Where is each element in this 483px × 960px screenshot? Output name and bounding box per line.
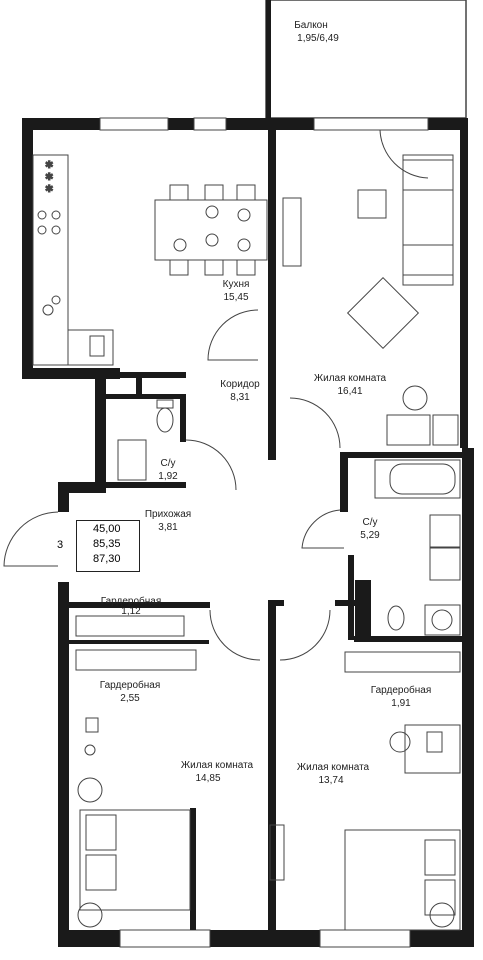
living2-area: 14,85 (195, 773, 221, 784)
living3-furniture (269, 724, 461, 931)
balcony-name: Балкон (294, 20, 328, 31)
corridor-area: 8,31 (230, 392, 250, 403)
living2-name: Жилая комната (180, 760, 254, 771)
wardrobe2-area: 2,55 (120, 693, 140, 704)
wardrobe3-name: Гардеробная (370, 685, 432, 696)
wc1-fixtures (117, 399, 174, 481)
svg-text:✱: ✱ (45, 184, 53, 195)
rooms-count: 3 (57, 539, 64, 551)
wardrobe2-name: Гардеробная (99, 680, 161, 691)
living3-area: 13,74 (318, 775, 344, 786)
living1-name: Жилая комната (313, 373, 387, 384)
apartment-area-box: 3 45,00 85,35 87,30 (57, 520, 140, 572)
svg-text:✱: ✱ (45, 172, 53, 183)
area-with-balcony: 87,30 (93, 553, 121, 565)
windows (99, 117, 429, 948)
outer-walls (22, 118, 474, 947)
wardrobe1-name: Гардеробная (100, 596, 162, 607)
hall-name: Прихожая (144, 509, 192, 520)
wardrobe-fixtures (75, 615, 461, 673)
kitchen-name: Кухня (222, 279, 250, 290)
area-total: 85,35 (93, 538, 121, 550)
wardrobe1-area: 1,12 (121, 606, 141, 617)
corridor-name: Коридор (220, 379, 260, 390)
wc1-area: 1,92 (158, 471, 178, 482)
kitchen-furniture: ✱ ✱ ✱ (32, 154, 302, 366)
area-living: 45,00 (93, 523, 121, 535)
kitchen-area: 15,45 (223, 292, 249, 303)
wc2-area: 5,29 (360, 530, 380, 541)
inner-walls (69, 130, 462, 930)
wardrobe3-area: 1,91 (391, 698, 411, 709)
living3-name: Жилая комната (296, 762, 370, 773)
living1-furniture (346, 154, 459, 446)
wc1-name: С/у (160, 458, 176, 469)
svg-text:✱: ✱ (45, 160, 53, 171)
wc2-fixtures (374, 459, 461, 636)
balcony (265, 0, 467, 119)
doors (3, 129, 429, 661)
balcony-area: 1,95/6,49 (297, 33, 339, 44)
living1-area: 16,41 (337, 386, 363, 397)
living2-furniture (77, 717, 191, 928)
wc2-name: С/у (362, 517, 378, 528)
hall-area: 3,81 (158, 522, 178, 533)
